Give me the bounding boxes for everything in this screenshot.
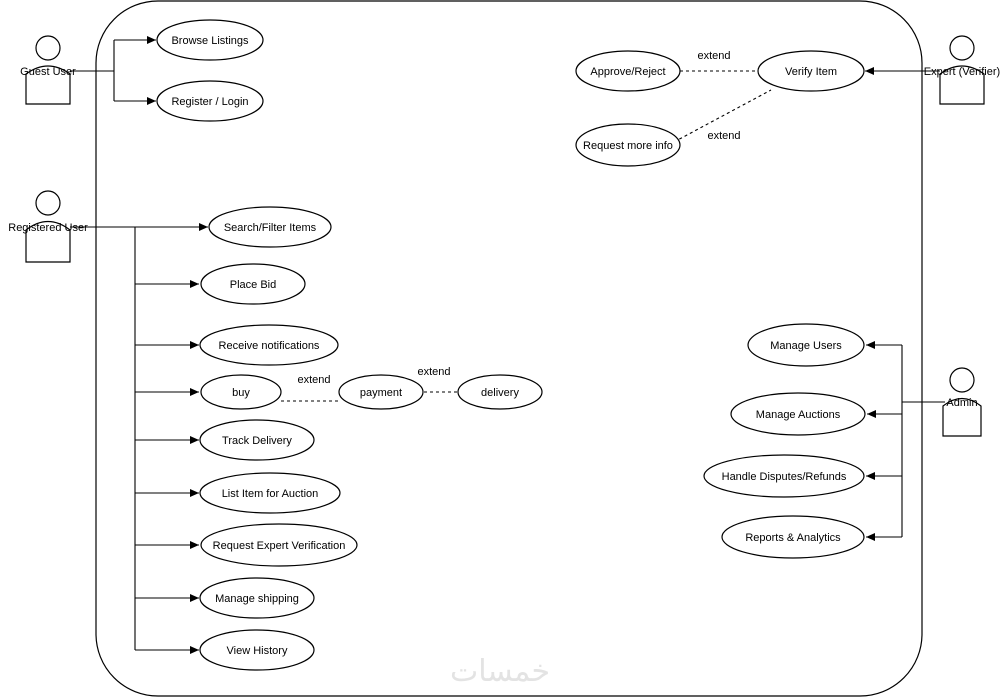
use-case-approve-reject[interactable]: Approve/Reject [575,50,681,92]
person-icon [949,35,975,61]
use-case-label: delivery [481,387,519,399]
registered-associations [70,223,208,654]
use-case-label: Place Bid [230,279,276,291]
use-case-label: Reports & Analytics [745,532,841,544]
use-case-handle-disputes[interactable]: Handle Disputes/Refunds [703,454,865,498]
person-icon [35,35,61,61]
use-case-label: Browse Listings [171,35,249,47]
use-case-label: Verify Item [785,66,837,78]
use-case-register-login[interactable]: Register / Login [156,80,264,122]
system-boundary [95,0,923,697]
use-case-view-history[interactable]: View History [199,629,315,671]
extend-label-approve: extend [697,50,730,62]
watermark-text: خمسات [450,655,550,688]
guest-associations [70,36,156,105]
actor-label: Expert (Verifier) [924,66,1000,78]
use-case-label: Manage Auctions [756,409,841,421]
use-case-place-bid[interactable]: Place Bid [200,263,306,305]
use-case-label: List Item for Auction [222,488,319,500]
use-case-request-more-info[interactable]: Request more info [575,123,681,167]
use-case-payment[interactable]: payment [338,374,424,410]
use-case-label: buy [232,387,250,399]
use-case-track-delivery[interactable]: Track Delivery [199,419,315,461]
use-case-request-verification[interactable]: Request Expert Verification [200,523,358,567]
actor-admin[interactable]: Admin [942,367,982,437]
actor-registered-user[interactable]: Registered User [8,190,88,263]
use-case-label: Request more info [583,140,673,152]
use-case-label: Approve/Reject [590,66,665,78]
use-case-label: View History [227,645,288,657]
use-case-search-filter[interactable]: Search/Filter Items [208,206,332,248]
use-case-label: Manage shipping [215,593,299,605]
extend-relations [281,70,772,402]
extend-label-buy-payment: extend [297,374,330,386]
use-case-label: Register / Login [171,96,248,108]
use-case-label: Search/Filter Items [224,222,317,234]
use-case-manage-auctions[interactable]: Manage Auctions [730,392,866,436]
actor-label: Admin [946,397,977,409]
use-case-manage-shipping[interactable]: Manage shipping [199,577,315,619]
use-case-list-item[interactable]: List Item for Auction [199,472,341,514]
extend-label-request-info: extend [707,130,740,142]
use-case-reports-analytics[interactable]: Reports & Analytics [721,515,865,559]
use-case-label: payment [360,387,402,399]
use-case-verify-item[interactable]: Verify Item [757,50,865,92]
use-case-label: Track Delivery [222,435,292,447]
use-case-manage-users[interactable]: Manage Users [747,323,865,367]
actor-label: Registered User [8,222,88,234]
actor-expert-verifier[interactable]: Expert (Verifier) [924,35,1000,105]
use-case-receive-notifications[interactable]: Receive notifications [199,324,339,366]
use-case-buy[interactable]: buy [200,374,282,410]
extend-label-payment-delivery: extend [417,366,450,378]
actor-label: Guest User [20,66,76,78]
use-case-label: Handle Disputes/Refunds [722,471,847,483]
use-case-label: Receive notifications [219,340,320,352]
person-icon [35,190,61,216]
person-icon [949,367,975,393]
actor-guest-user[interactable]: Guest User [20,35,76,105]
use-case-browse-listings[interactable]: Browse Listings [156,19,264,61]
admin-associations [866,341,945,541]
use-case-label: Request Expert Verification [213,540,346,552]
use-case-delivery[interactable]: delivery [457,374,543,410]
use-case-label: Manage Users [770,340,842,352]
